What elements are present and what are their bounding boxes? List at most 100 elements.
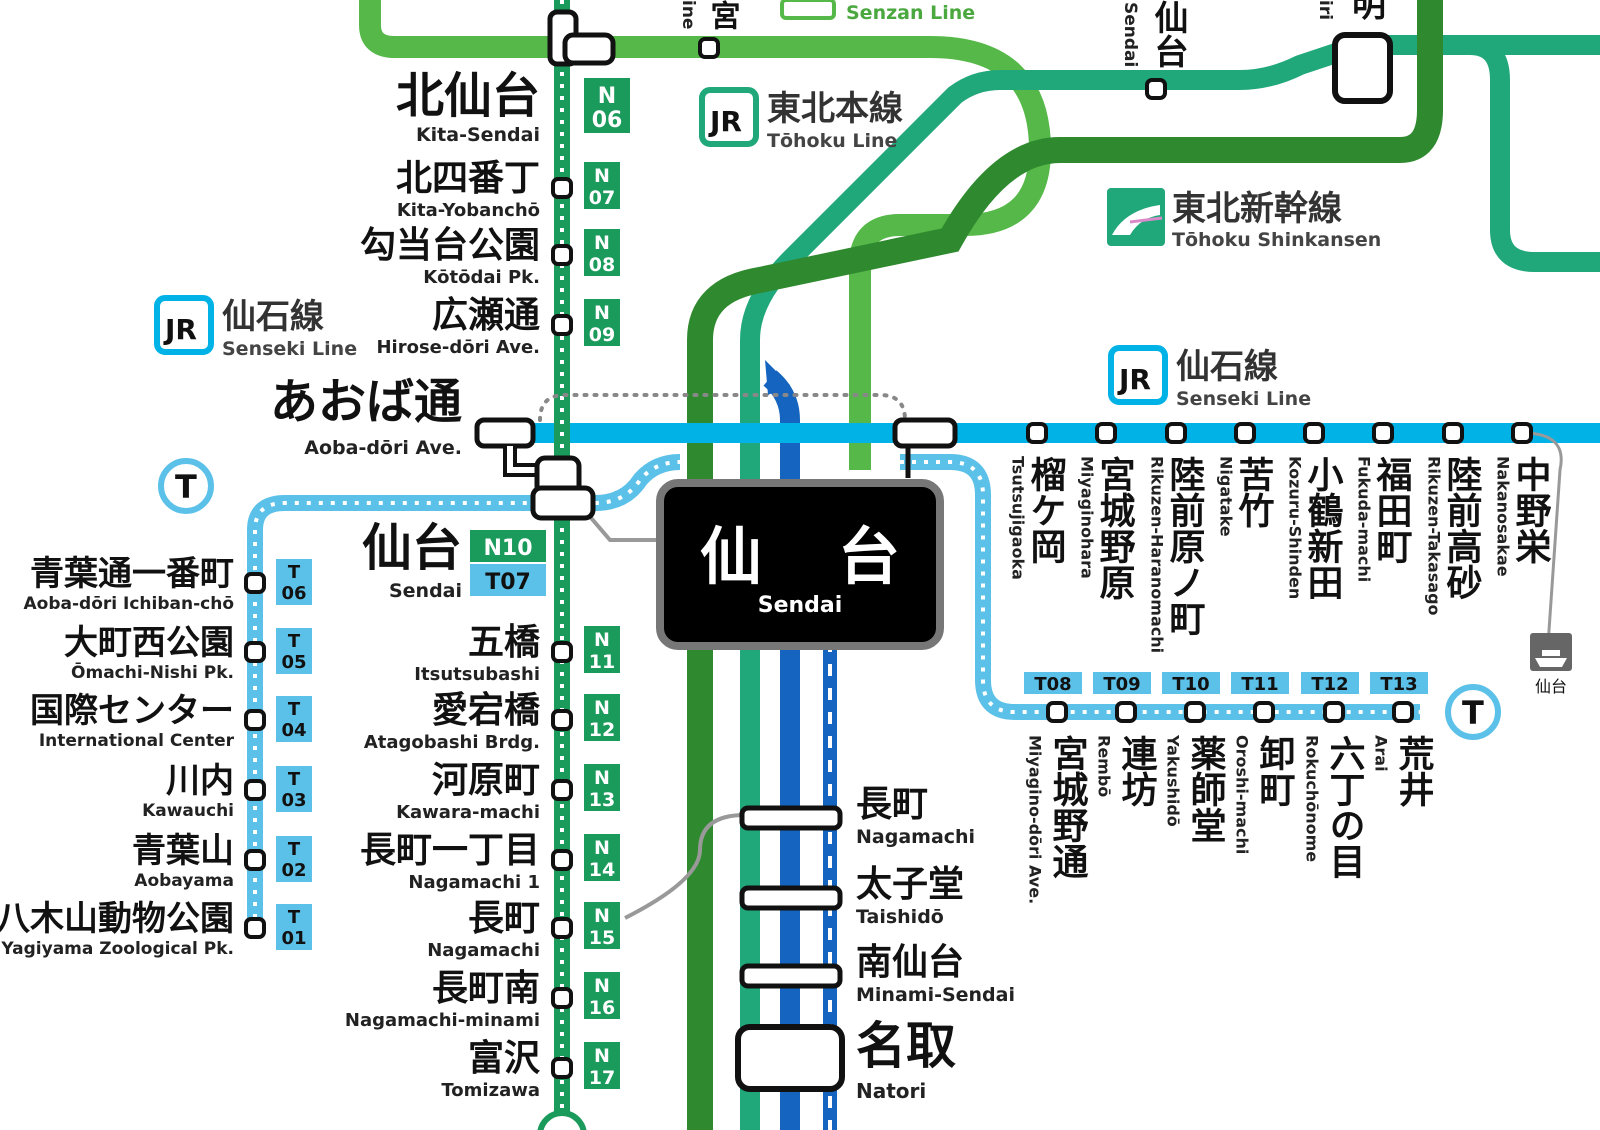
station-code-letter: N [594,975,610,997]
station-stop[interactable] [551,709,573,731]
station-code-number: 05 [281,652,306,673]
station-name-jp: 八木山動物公園 [0,899,234,939]
ferry-label: 仙台 [1535,677,1567,696]
kita-sendai-jp: 北仙台 [396,68,540,124]
station-stop[interactable] [244,572,266,594]
station-code-letter: T [288,562,301,583]
station-stop[interactable] [1184,701,1206,723]
station-stop[interactable] [244,917,266,939]
station-name-jp: 南仙台 [856,942,964,983]
station-stop[interactable] [1234,422,1256,444]
station-code-box [584,972,620,1019]
station-name-jp: 富沢 [468,1037,541,1079]
station-name-jp: 苦竹 [1233,456,1275,528]
station-stop-sendai-top [1145,78,1167,100]
station-stop[interactable] [1026,422,1048,444]
station-code: T12 [1311,674,1348,695]
station-stop[interactable] [551,1057,573,1079]
tozai-symbol-east: T [1445,684,1501,740]
station-stop[interactable] [739,805,843,831]
station-code-letter: N [594,837,610,859]
station-code-letter: N [594,165,610,187]
station-name-en: Natori [856,1079,926,1103]
station-code-letter: N [594,905,610,927]
senseki-right-jp: 仙石線 [1176,347,1278,387]
station-stop[interactable] [244,709,266,731]
station-stop-top [698,37,720,59]
station-stop[interactable] [551,987,573,1009]
station-stop[interactable] [551,314,573,336]
station-name-jp: 勾当台公園 [360,225,540,266]
station-stop[interactable] [551,641,573,663]
station-name-jp: 長町一丁目 [360,830,540,871]
ferry-ship-icon [1535,650,1567,667]
station-name-jp: 五橋 [468,622,540,663]
station-stop[interactable] [1392,701,1414,723]
senseki-left-jr-badge [154,295,214,355]
sendai-hub-jp-1: 仙 [700,520,762,593]
station-name-en: Itsutsubashi [414,664,540,685]
station-stop[interactable] [551,244,573,266]
shinkansen-line [687,0,1443,1130]
namboku-code-n06-a: N [598,84,616,109]
station-code-number: 11 [589,651,615,673]
station-stop[interactable] [1511,422,1533,444]
station-stop[interactable] [1115,701,1137,723]
station-stop[interactable] [1303,422,1325,444]
station-name-en: Fukuda-machi [1355,456,1374,582]
station-code-letter: N [594,697,610,719]
shinkansen-label: 東北新幹線 Tōhoku Shinkansen [1107,188,1381,251]
tohoku-line-label: JR 東北本線 Tōhoku Line [699,87,903,152]
station-name-en: Ōmachi-Nishi Pk. [71,661,234,683]
station-code-box [584,834,620,881]
station-stop[interactable] [739,885,843,911]
station-name-en: Rembō [1095,735,1114,797]
station-stop[interactable] [551,849,573,871]
station-name-jp: 薬師堂 [1185,735,1227,843]
station-code-box [1024,672,1082,694]
senzan-line-en: Senzan Line [846,2,975,24]
station-stop[interactable] [244,779,266,801]
station-name-jp: 太子堂 [856,864,964,905]
station-code-box [1231,672,1289,694]
station-name-jp: 長町南 [432,968,540,1009]
kita-sendai-interchange-2 [562,32,616,66]
station-code-letter: T [288,839,301,860]
aoba-dori-jp: あおば通 [270,374,462,430]
tohoku-line [740,35,1600,1130]
station-code-number: 17 [589,1067,615,1089]
station-name-en: Nigatake [1217,456,1236,537]
station-stop-major[interactable] [735,1024,845,1092]
station-stop[interactable] [551,177,573,199]
station-name-en: Kita-Yobanchō [397,200,540,221]
station-stop[interactable] [244,641,266,663]
station-stop[interactable] [1442,422,1464,444]
station-stop[interactable] [1253,701,1275,723]
station-name-en: Tsutsujigaoka [1009,456,1028,580]
tozai-symbol-east-text: T [1462,694,1484,732]
sendai-code-n10-box [470,530,546,562]
station-code-number: 15 [589,927,615,949]
station-name-jp: 青葉通一番町 [30,554,234,594]
station-stop[interactable] [739,963,843,989]
station-stop[interactable] [1046,701,1068,723]
tohoku-jr-text: JR [708,105,742,138]
station-name-en: Hirose-dōri Ave. [376,337,540,358]
station-stop[interactable] [1323,701,1345,723]
station-code-box [584,902,620,949]
station-code-letter: T [288,699,301,720]
station-stop[interactable] [551,917,573,939]
station-code-number: 09 [589,324,615,346]
station-stop[interactable] [1372,422,1394,444]
station-stop[interactable] [244,849,266,871]
station-stop[interactable] [1165,422,1187,444]
station-code-box [276,628,312,674]
fragment-iri: iri [1315,0,1335,20]
station-stop[interactable] [1095,422,1117,444]
station-code-box [584,626,620,673]
station-name-en: Rikuzen-Haranomachi [1148,456,1167,653]
station-stop[interactable] [551,779,573,801]
station-code-box [276,904,312,950]
